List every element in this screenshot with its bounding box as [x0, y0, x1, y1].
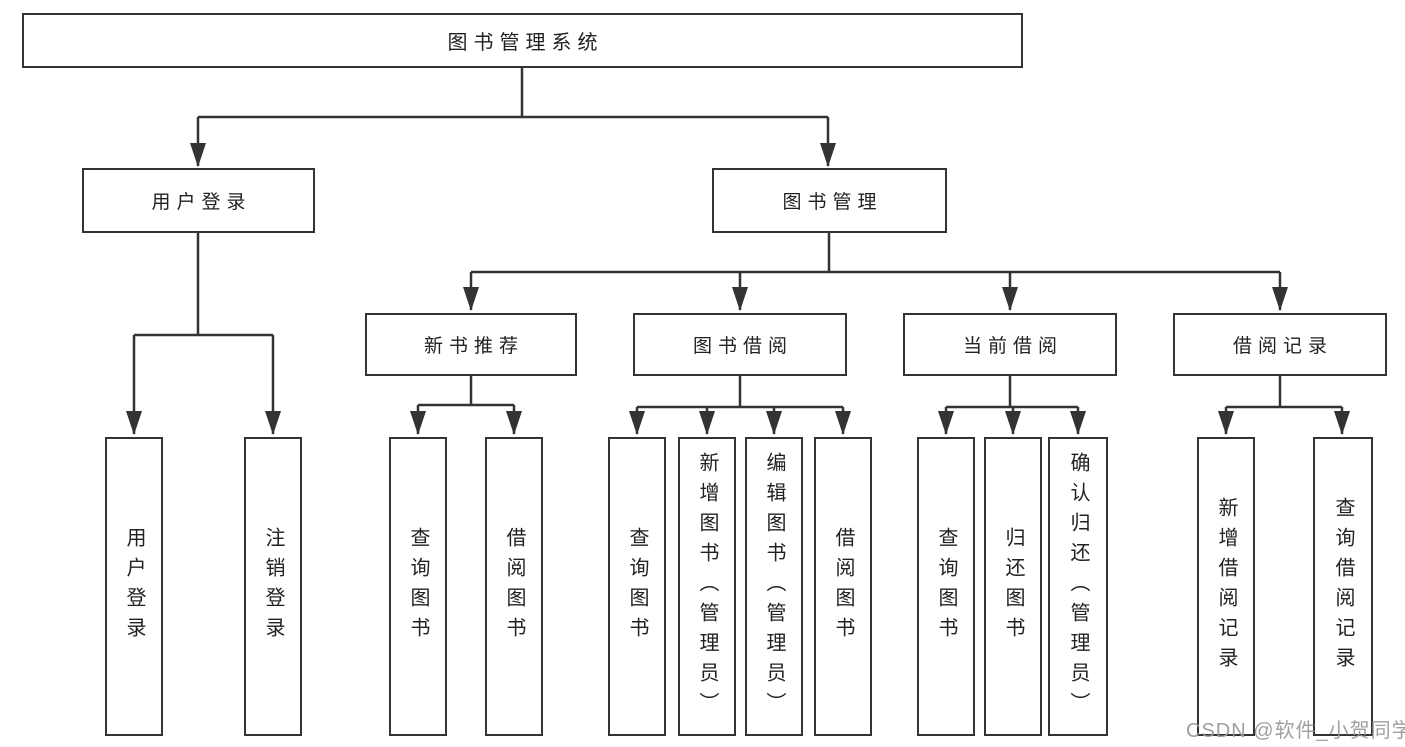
node-label: 归还图书 [1002, 526, 1024, 647]
node-label: 查询借阅记录 [1332, 496, 1354, 677]
node-label: 查询图书 [626, 526, 648, 647]
node-label: 查询图书 [407, 526, 429, 647]
node-label: 借阅图书 [503, 526, 525, 647]
connector-book-borrowing-children [629, 376, 851, 435]
node-label: 新增图书（管理员） [696, 451, 718, 722]
node-label: 注销登录 [262, 526, 284, 647]
leaf-return-book: 归还图书 [984, 437, 1042, 736]
node-label: 查询图书 [935, 526, 957, 647]
node-book-borrowing: 图书借阅 [633, 313, 847, 376]
node-book-management: 图书管理 [712, 168, 947, 233]
node-label: 新书推荐 [423, 336, 524, 357]
connector-trunk [418, 376, 514, 407]
node-borrowing-records: 借阅记录 [1173, 313, 1387, 376]
connector-trunk [946, 376, 1078, 409]
node-label: 图书管理 [782, 192, 883, 213]
node-new-book-recommend: 新书推荐 [365, 313, 577, 376]
connector-user-login-children [126, 233, 281, 435]
leaf-query-book-borrowing: 查询图书 [608, 437, 666, 736]
node-label: 借阅记录 [1232, 336, 1333, 357]
leaf-query-borrow-record: 查询借阅记录 [1313, 437, 1373, 736]
connector-trunk [1226, 376, 1342, 409]
node-label: 当前借阅 [962, 336, 1063, 357]
leaf-edit-book-admin: 编辑图书（管理员） [745, 437, 803, 736]
leaf-query-book-current: 查询图书 [917, 437, 975, 736]
connector-book-management-children [463, 233, 1288, 311]
node-label: 借阅图书 [832, 526, 854, 647]
node-current-borrowing: 当前借阅 [903, 313, 1117, 376]
leaf-user-login: 用户登录 [105, 437, 163, 736]
node-label: 用户登录 [151, 192, 252, 213]
leaf-borrow-book-newbook: 借阅图书 [485, 437, 543, 736]
watermark: CSDN @软件_小贺同学 [1186, 720, 1405, 742]
connector-trunk [134, 233, 273, 337]
leaf-add-book-admin: 新增图书（管理员） [678, 437, 736, 736]
node-label: 编辑图书（管理员） [763, 451, 785, 722]
connector-borrowing-records-children [1218, 376, 1350, 435]
node-label: 用户登录 [123, 526, 145, 647]
leaf-borrow-book-borrowing: 借阅图书 [814, 437, 872, 736]
leaf-confirm-return-admin: 确认归还（管理员） [1048, 437, 1108, 736]
connector-current-borrowing-children [938, 376, 1086, 435]
leaf-add-borrow-record: 新增借阅记录 [1197, 437, 1255, 736]
leaf-query-book-newbook: 查询图书 [389, 437, 447, 736]
leaf-logout: 注销登录 [244, 437, 302, 736]
node-user-login: 用户登录 [82, 168, 315, 233]
node-label: 图书借阅 [692, 336, 793, 357]
connector-trunk [471, 233, 1280, 274]
connector-root-to-level2 [190, 68, 836, 167]
node-label: 新增借阅记录 [1215, 496, 1237, 677]
node-library-management-system: 图书管理系统 [22, 13, 1023, 68]
node-label: 图书管理系统 [447, 32, 604, 54]
connector-new-book-children [410, 376, 522, 435]
connector-trunk [637, 376, 843, 409]
node-label: 确认归还（管理员） [1067, 451, 1089, 722]
connector-trunk [198, 68, 828, 119]
